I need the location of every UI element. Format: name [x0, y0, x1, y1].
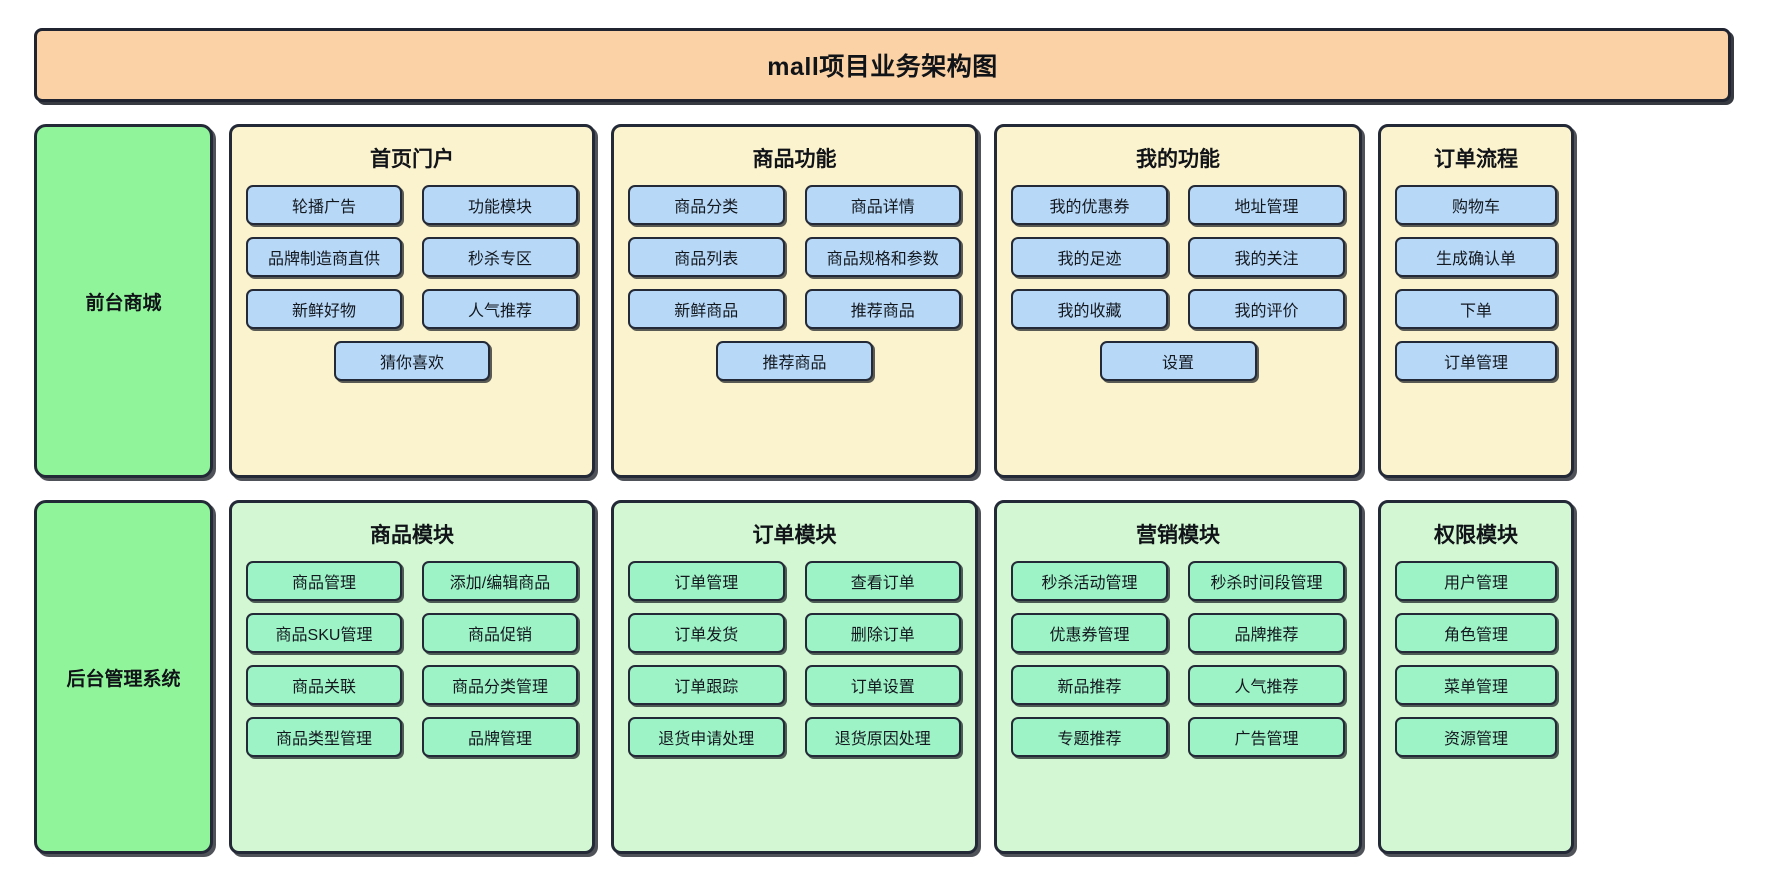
module-item[interactable]: 商品类型管理	[246, 717, 402, 757]
module-item[interactable]: 资源管理	[1395, 717, 1557, 757]
module-item[interactable]: 推荐商品	[716, 341, 873, 381]
module-item[interactable]: 品牌制造商直供	[246, 237, 402, 277]
module-item[interactable]: 商品促销	[422, 613, 578, 653]
row-admin: 后台管理系统 商品模块 商品管理 添加/编辑商品 商品SKU管理 商品促销 商品…	[34, 500, 1731, 854]
module-item[interactable]: 新品推荐	[1011, 665, 1168, 705]
group-title: 营销模块	[1136, 524, 1220, 547]
module-item[interactable]: 订单设置	[804, 665, 961, 705]
group-product-features: 商品功能 商品分类 商品详情 商品列表 商品规格和参数 新鲜商品 推荐商品 推荐…	[611, 124, 978, 478]
module-item[interactable]: 人气推荐	[422, 289, 578, 329]
module-item[interactable]: 地址管理	[1188, 185, 1345, 225]
group-items: 购物车 生成确认单 下单 订单管理	[1395, 185, 1557, 381]
module-item[interactable]: 删除订单	[804, 613, 961, 653]
module-item[interactable]: 优惠券管理	[1011, 613, 1168, 653]
group-items: 订单管理 查看订单 订单发货 删除订单 订单跟踪 订单设置 退货申请处理 退货原…	[628, 561, 961, 757]
group-marketing-module: 营销模块 秒杀活动管理 秒杀时间段管理 优惠券管理 品牌推荐 新品推荐 人气推荐…	[994, 500, 1362, 854]
module-item[interactable]: 功能模块	[422, 185, 578, 225]
category-box-frontend: 前台商城	[34, 124, 213, 478]
module-item[interactable]: 商品关联	[246, 665, 402, 705]
group-order-flow: 订单流程 购物车 生成确认单 下单 订单管理	[1378, 124, 1574, 478]
module-item[interactable]: 轮播广告	[246, 185, 402, 225]
module-item[interactable]: 我的优惠券	[1011, 185, 1168, 225]
group-title: 订单模块	[752, 524, 837, 547]
group-items: 商品管理 添加/编辑商品 商品SKU管理 商品促销 商品关联 商品分类管理 商品…	[246, 561, 578, 757]
group-title: 商品模块	[370, 524, 454, 547]
module-item[interactable]: 商品SKU管理	[246, 613, 402, 653]
module-item[interactable]: 商品列表	[628, 237, 785, 277]
module-item[interactable]: 猜你喜欢	[334, 341, 490, 381]
module-item[interactable]: 菜单管理	[1395, 665, 1557, 705]
module-item[interactable]: 购物车	[1395, 185, 1557, 225]
module-item[interactable]: 退货原因处理	[804, 717, 961, 757]
module-item[interactable]: 我的收藏	[1011, 289, 1168, 329]
group-items: 我的优惠券 地址管理 我的足迹 我的关注 我的收藏 我的评价 设置	[1011, 185, 1345, 381]
page-title: mall项目业务架构图	[767, 53, 998, 81]
module-item[interactable]: 查看订单	[804, 561, 961, 601]
group-items: 秒杀活动管理 秒杀时间段管理 优惠券管理 品牌推荐 新品推荐 人气推荐 专题推荐…	[1011, 561, 1345, 757]
module-item[interactable]: 订单管理	[1395, 341, 1557, 381]
row-frontend: 前台商城 首页门户 轮播广告 功能模块 品牌制造商直供 秒杀专区 新鲜好物 人气…	[34, 124, 1731, 478]
group-items: 轮播广告 功能模块 品牌制造商直供 秒杀专区 新鲜好物 人气推荐 猜你喜欢	[246, 185, 578, 381]
module-item[interactable]: 添加/编辑商品	[422, 561, 578, 601]
module-item[interactable]: 品牌推荐	[1188, 613, 1345, 653]
module-item[interactable]: 订单管理	[628, 561, 785, 601]
module-item[interactable]: 秒杀活动管理	[1011, 561, 1168, 601]
group-home-portal: 首页门户 轮播广告 功能模块 品牌制造商直供 秒杀专区 新鲜好物 人气推荐 猜你…	[229, 124, 595, 478]
diagram-title-banner: mall项目业务架构图	[34, 28, 1731, 102]
module-item[interactable]: 商品分类	[628, 185, 785, 225]
module-item[interactable]: 生成确认单	[1395, 237, 1557, 277]
group-order-module: 订单模块 订单管理 查看订单 订单发货 删除订单 订单跟踪 订单设置 退货申请处…	[611, 500, 978, 854]
category-box-admin: 后台管理系统	[34, 500, 213, 854]
group-title: 首页门户	[370, 148, 454, 171]
category-label: 前台商城	[85, 292, 162, 314]
group-title: 订单流程	[1434, 148, 1518, 171]
module-item[interactable]: 订单发货	[628, 613, 785, 653]
module-item[interactable]: 商品规格和参数	[804, 237, 961, 277]
module-item[interactable]: 角色管理	[1395, 613, 1557, 653]
module-item[interactable]: 我的评价	[1188, 289, 1345, 329]
group-title: 我的功能	[1136, 148, 1220, 171]
module-item[interactable]: 商品管理	[246, 561, 402, 601]
module-item[interactable]: 我的足迹	[1011, 237, 1168, 277]
module-item[interactable]: 新鲜商品	[628, 289, 785, 329]
module-item[interactable]: 订单跟踪	[628, 665, 785, 705]
group-title: 权限模块	[1434, 524, 1518, 547]
module-item[interactable]: 我的关注	[1188, 237, 1345, 277]
module-item[interactable]: 品牌管理	[422, 717, 578, 757]
module-item[interactable]: 推荐商品	[804, 289, 961, 329]
group-title: 商品功能	[752, 148, 837, 171]
module-item[interactable]: 专题推荐	[1011, 717, 1168, 757]
module-item[interactable]: 下单	[1395, 289, 1557, 329]
group-items: 商品分类 商品详情 商品列表 商品规格和参数 新鲜商品 推荐商品 推荐商品	[628, 185, 961, 381]
module-item[interactable]: 广告管理	[1188, 717, 1345, 757]
module-item[interactable]: 人气推荐	[1188, 665, 1345, 705]
group-product-module: 商品模块 商品管理 添加/编辑商品 商品SKU管理 商品促销 商品关联 商品分类…	[229, 500, 595, 854]
module-item[interactable]: 商品分类管理	[422, 665, 578, 705]
module-item[interactable]: 秒杀时间段管理	[1188, 561, 1345, 601]
module-item[interactable]: 商品详情	[804, 185, 961, 225]
module-item[interactable]: 用户管理	[1395, 561, 1557, 601]
category-label: 后台管理系统	[66, 668, 181, 690]
group-items: 用户管理 角色管理 菜单管理 资源管理	[1395, 561, 1557, 757]
group-auth-module: 权限模块 用户管理 角色管理 菜单管理 资源管理	[1378, 500, 1574, 854]
module-item[interactable]: 退货申请处理	[628, 717, 785, 757]
module-item[interactable]: 新鲜好物	[246, 289, 402, 329]
module-item[interactable]: 秒杀专区	[422, 237, 578, 277]
module-item[interactable]: 设置	[1099, 341, 1257, 381]
group-my-features: 我的功能 我的优惠券 地址管理 我的足迹 我的关注 我的收藏 我的评价 设置	[994, 124, 1362, 478]
